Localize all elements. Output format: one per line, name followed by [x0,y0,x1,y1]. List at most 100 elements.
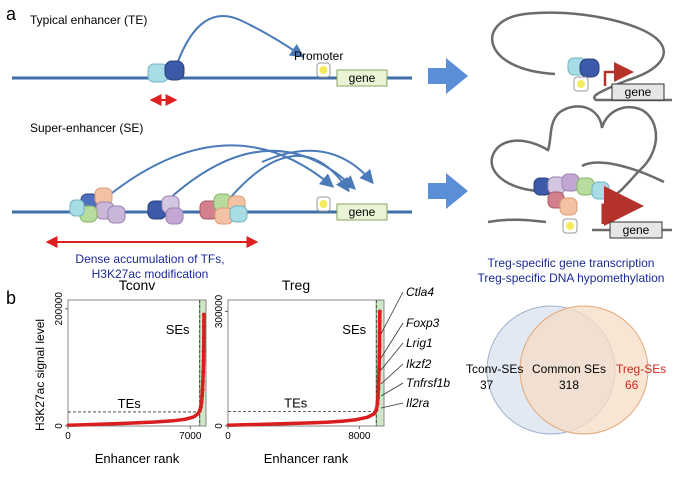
y-axis-label: H3K27ac signal level [33,319,47,431]
te-tf-blue [164,60,185,81]
gene-leader-line [380,342,404,371]
se-point [377,309,382,314]
gene-label: Ikzf2 [406,357,432,371]
se-point [375,395,380,400]
se-point [377,319,382,323]
se-point [201,312,206,317]
se-loop-promoter-dot [566,222,574,230]
se-point [375,401,380,406]
te-point [292,421,296,426]
se-point [200,379,205,384]
te-point [242,423,247,427]
se-gene-label: gene [349,205,376,219]
te-point [275,422,279,426]
venn-common-count: 318 [559,378,579,392]
se-loop-tf-4 [576,177,595,196]
se-point [201,370,206,375]
treg-caption-line1: Treg-specific gene transcription [488,256,655,270]
treg-caption-line2: Treg-specific DNA hypomethylation [478,271,665,285]
te-point [259,422,263,426]
te-point [341,419,345,423]
se-point [201,358,206,363]
te-loop-arc [176,15,305,65]
big-arrow-bottom [428,173,468,209]
te-loop-tss-arrow [603,62,634,86]
te-loop-tf-blue [579,58,600,78]
dense-caption-line1: Dense accumulation of TFs, [75,252,224,266]
gene-label: Tnfrsf1b [406,376,450,390]
se-arc-3 [229,154,350,199]
se-point [201,336,206,341]
se-arc-4 [261,149,374,185]
te-title: Typical enhancer (TE) [30,13,147,27]
se-loop-tss-arrow [601,186,644,226]
te-loop-gene-label: gene [625,85,652,99]
se-point [201,348,206,353]
gene-label: Ctla4 [406,285,434,299]
se-loop-tf-7 [559,197,578,216]
x-axis-label: Enhancer rank [95,451,180,466]
se-point [376,377,381,382]
se-tf-14 [229,205,248,223]
te-loop-promoter-dot [577,80,585,88]
gene-label: Foxp3 [406,316,440,330]
gene-leader-line [380,402,404,409]
te-point [183,417,187,421]
y-tick-label: 300000 [214,294,225,328]
x-tick-label: 0 [65,431,71,442]
gene-leader-line [380,363,404,385]
se-loop-chromatin-3 [487,218,547,224]
y-tick-label: 0 [54,423,65,429]
se-loop-tf-3 [561,173,580,192]
venn-treg-count: 66 [625,378,639,392]
se-title: Super-enhancer (SE) [30,121,143,135]
ses-label: SEs [342,322,366,337]
plot-frame [67,299,207,427]
plot-frame [227,299,385,427]
se-loop-gene-label: gene [623,223,650,237]
y-tick-label: 0 [214,423,225,429]
se-loop-chromatin-2 [581,161,665,184]
venn-tconv-label: Tconv-SEs [466,362,523,376]
te-point [171,419,175,423]
se-loop-gene-box [609,221,663,239]
te-point [354,418,358,422]
venn-treg-label: Treg-SEs [616,362,666,376]
x-tick-label: 7000 [179,431,202,442]
dense-caption-line2: H3K27ac modification [92,267,209,281]
se-point [200,393,205,398]
se-point [377,366,382,371]
x-axis-label: Enhancer rank [264,451,349,466]
gene-label: Il2ra [406,396,430,410]
se-point [376,386,381,391]
te-point [101,422,105,426]
gene-leader-line [380,291,404,335]
te-point [153,420,157,424]
chart-title: Tconv [119,277,156,293]
te-point [118,421,123,426]
se-tf-5 [107,205,126,224]
te-point [365,415,370,419]
chart-title: Treg [282,277,310,293]
gene-label: Lrig1 [406,336,433,350]
te-point [196,412,200,416]
te-point [372,412,376,416]
se-loop-chromatin [490,105,658,200]
se-arc-2 [167,149,357,201]
te-gene-label: gene [349,71,376,85]
se-point [377,355,382,360]
te-point [324,420,329,424]
te-point [83,423,88,427]
tes-label: TEs [118,396,142,411]
x-tick-label: 0 [225,431,231,442]
te-point [136,421,140,425]
big-arrow-top [428,58,468,94]
tes-label: TEs [284,395,308,410]
panel-a-label: a [6,4,17,24]
rank-curve [227,311,382,427]
se-gene-box [336,203,388,221]
te-point [308,421,312,425]
se-point [200,387,205,392]
se-loop-tf-5 [591,181,610,200]
